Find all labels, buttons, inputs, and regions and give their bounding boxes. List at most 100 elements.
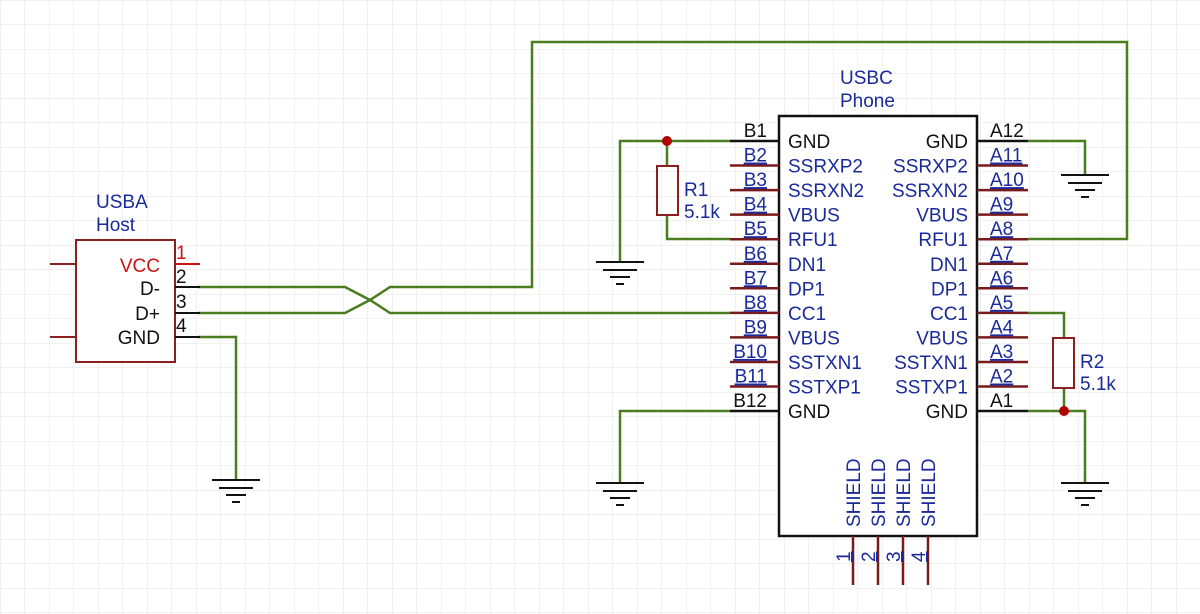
- ground-symbol: [596, 261, 644, 285]
- r1-value: 5.1k: [684, 202, 720, 223]
- usbc-right-pin-number: A8: [990, 219, 1013, 240]
- junction-dot: [1059, 406, 1069, 416]
- usba-ref: USBA: [96, 192, 148, 213]
- usbc-right-pin-name: VBUS: [916, 206, 968, 227]
- wire-b1-gnd: [618, 139, 730, 262]
- usbc-left-pin-number: B7: [744, 268, 767, 289]
- usba-pin-number: 1: [176, 243, 187, 264]
- usbc-shield-number: 2: [859, 551, 880, 562]
- usbc-left-pin-name: VBUS: [788, 328, 840, 349]
- wires: [198, 40, 1129, 483]
- resistor-body: [1052, 337, 1075, 389]
- usba-pin-name: D+: [135, 304, 160, 325]
- usbc-left-pin-name: GND: [788, 402, 830, 423]
- usba-pin-name: GND: [118, 328, 160, 349]
- resistor-r2: R2 5.1k: [1052, 337, 1116, 395]
- usbc-right-pin-number: A9: [990, 195, 1013, 216]
- usba-pin-name: VCC: [120, 256, 160, 277]
- usbc-shield-number: 1: [834, 551, 855, 562]
- usbc-left-pin-number: B1: [744, 121, 767, 142]
- usbc-left-pin-number: B6: [744, 244, 767, 265]
- usbc-left-pin-number: B5: [744, 219, 767, 240]
- usba-pin-name: D-: [140, 279, 160, 300]
- usbc-right-pin-name: SSTXP1: [895, 378, 968, 399]
- usbc-right-pin-number: A2: [990, 367, 1013, 388]
- usba-connector: USBA Host VCC D- D+ GND 1 2 3 4: [50, 192, 200, 363]
- usbc-left-pin-number: B11: [735, 367, 767, 388]
- junction-dot: [662, 136, 672, 146]
- usbc-shield-name: SHIELD: [869, 458, 890, 527]
- usba-pin-number: 2: [176, 267, 187, 288]
- usbc-left-pin-number: B9: [744, 317, 767, 338]
- usbc-shield-name: SHIELD: [919, 458, 940, 527]
- wire-usba-d-plus: [198, 40, 1129, 315]
- wire-b12-gnd: [618, 409, 730, 483]
- usbc-right-pin-name: VBUS: [916, 328, 968, 349]
- usbc-right-pin-number: A11: [990, 146, 1022, 167]
- usbc-ref: USBC: [840, 68, 893, 89]
- usba-body: [75, 239, 176, 363]
- usbc-left-pin-name: SSRXP2: [788, 157, 863, 178]
- usbc-right-pin-name: GND: [926, 402, 968, 423]
- r2-value: 5.1k: [1080, 374, 1116, 395]
- ground-symbol: [596, 482, 644, 506]
- usbc-right-pin-number: A12: [990, 121, 1024, 142]
- usbc-left-pin-number: B12: [733, 391, 767, 412]
- usbc-right-pin-number: A1: [990, 391, 1013, 412]
- usbc-right-pin-name: RFU1: [918, 230, 968, 251]
- usbc-left-pin-name: DP1: [788, 279, 825, 300]
- usbc-left-pin-name: RFU1: [788, 230, 838, 251]
- usbc-left-pin-name: GND: [788, 132, 830, 153]
- usbc-right-pin-name: GND: [926, 132, 968, 153]
- usbc-shield-name: SHIELD: [844, 458, 865, 527]
- usbc-right-pin-number: A3: [990, 342, 1013, 363]
- ground-symbol: [1061, 482, 1109, 506]
- usbc-left-pin-name: CC1: [788, 304, 826, 325]
- usbc-left-pin-name: SSTXN1: [788, 353, 862, 374]
- usbc-right-pin-number: A10: [990, 170, 1024, 191]
- usbc-right-pin-name: CC1: [930, 304, 968, 325]
- usbc-left-pin-number: B3: [744, 170, 767, 191]
- usbc-left-pin-name: VBUS: [788, 206, 840, 227]
- usbc-right-pin-number: A6: [990, 268, 1013, 289]
- resistor-body: [656, 165, 679, 216]
- usbc-left-pin-name: SSRXN2: [788, 181, 864, 202]
- wire-usba-gnd: [198, 335, 238, 480]
- usba-pin-number: 3: [176, 292, 187, 313]
- usbc-right-pin-name: DP1: [931, 279, 968, 300]
- usbc-left-pin-number: B10: [733, 342, 767, 363]
- usbc-right-pin-name: SSRXP2: [893, 157, 968, 178]
- usbc-left-pin-number: B8: [744, 293, 767, 314]
- r1-ref: R1: [684, 180, 708, 201]
- usbc-right-pin-name: SSTXN1: [894, 353, 968, 374]
- ground-symbol: [1061, 174, 1109, 198]
- usba-value: Host: [96, 215, 136, 236]
- usba-pin-number: 4: [176, 316, 187, 337]
- wire-a5-r2: [1028, 311, 1066, 338]
- wire-r1-bottom: [665, 215, 730, 241]
- usbc-left-pin-number: B4: [744, 195, 768, 216]
- ground-symbol: [212, 479, 260, 503]
- usbc-right-pin-number: A4: [990, 317, 1014, 338]
- usbc-right-pin-number: A5: [990, 293, 1013, 314]
- usbc-body: [777, 114, 979, 538]
- usbc-right-pin-name: SSRXN2: [892, 181, 968, 202]
- usbc-shield-pins: SHIELD 1 SHIELD 2 SHIELD 3 SHIELD 4: [834, 458, 940, 585]
- usbc-right-pin-number: A7: [990, 244, 1013, 265]
- usbc-left-pin-number: B2: [744, 146, 767, 167]
- resistor-r1: R1 5.1k: [656, 165, 720, 223]
- usbc-shield-number: 3: [884, 551, 905, 562]
- usbc-value: Phone: [840, 91, 895, 112]
- usbc-right-pin-name: DN1: [930, 255, 968, 276]
- usbc-shield-name: SHIELD: [894, 458, 915, 527]
- wire-a12-gnd: [1028, 139, 1087, 175]
- usbc-shield-number: 4: [909, 551, 930, 562]
- usbc-left-pin-name: SSTXP1: [788, 378, 861, 399]
- usbc-left-pin-name: DN1: [788, 255, 826, 276]
- wire-a1-gnd: [1028, 409, 1087, 483]
